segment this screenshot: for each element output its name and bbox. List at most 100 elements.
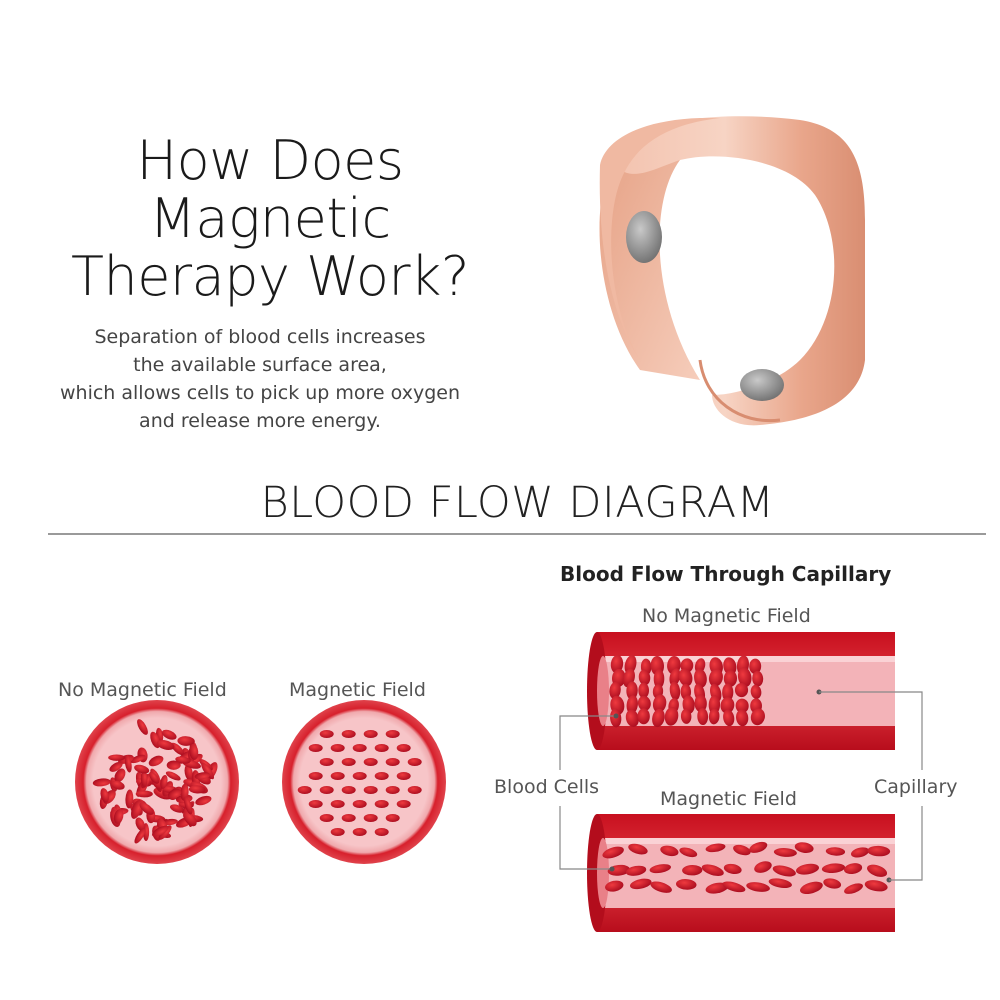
- blood-cell: [319, 730, 334, 738]
- blood-cell: [795, 863, 820, 875]
- blood-cell: [750, 698, 762, 714]
- page-title: How Does Magnetic Therapy Work?: [20, 132, 520, 306]
- description-line-2: the available surface area,: [133, 354, 387, 376]
- blood-cell: [148, 755, 164, 767]
- blood-cell: [800, 881, 823, 895]
- blood-cell: [682, 695, 695, 714]
- cross-section-field: [282, 700, 446, 864]
- blood-cell: [625, 865, 647, 876]
- blood-cell: [176, 816, 194, 828]
- blood-cell: [363, 814, 378, 822]
- blood-cell: [867, 864, 888, 877]
- blood-cell: [297, 786, 312, 794]
- blood-cell: [374, 772, 389, 780]
- blood-cell: [161, 729, 177, 740]
- blood-cell: [705, 882, 729, 894]
- blood-cell: [162, 781, 174, 797]
- blood-cell: [131, 799, 143, 819]
- blood-cell: [308, 744, 323, 752]
- title-line-3: Therapy Work?: [70, 245, 470, 308]
- blood-cell: [735, 698, 749, 714]
- blood-cell: [188, 807, 195, 827]
- blood-cell: [701, 864, 724, 876]
- blood-cell: [158, 825, 172, 840]
- blood-cell: [640, 658, 652, 676]
- blood-cell: [843, 863, 863, 874]
- blood-cell: [736, 655, 749, 676]
- blood-cell: [177, 736, 195, 746]
- blood-cell: [720, 697, 735, 714]
- blood-cell: [155, 818, 169, 831]
- description-line-4: and release more energy.: [139, 410, 381, 432]
- blood-cell: [733, 844, 751, 856]
- blood-cell: [650, 655, 665, 676]
- blood-cell: [319, 786, 334, 794]
- blood-cell: [385, 786, 400, 794]
- blood-cell: [602, 846, 624, 859]
- blood-cell: [682, 865, 703, 876]
- blood-cell: [605, 880, 624, 892]
- blood-cell: [637, 708, 650, 725]
- blood-cell: [610, 708, 622, 728]
- blood-cell: [867, 845, 891, 857]
- blood-cell: [694, 694, 707, 713]
- blood-cell: [141, 773, 156, 785]
- blood-cell: [308, 772, 323, 780]
- blood-cell: [182, 759, 201, 769]
- blood-cell: [708, 708, 720, 725]
- blood-cell: [191, 770, 201, 790]
- blood-cell: [612, 668, 626, 687]
- blood-cell: [175, 756, 191, 764]
- blood-cell: [330, 772, 345, 780]
- blood-cell: [694, 683, 706, 703]
- blood-cell: [142, 823, 150, 842]
- blood-cell: [637, 695, 651, 711]
- blood-cell: [135, 790, 153, 798]
- blood-cell: [108, 754, 126, 761]
- blood-cell: [396, 800, 411, 808]
- title-line-1: How Does: [136, 129, 404, 192]
- blood-cell: [111, 780, 125, 790]
- blood-cell: [100, 788, 109, 803]
- capillary-tube-no-field: [587, 632, 895, 750]
- blood-cell: [166, 760, 181, 770]
- blood-cell: [723, 657, 737, 676]
- blood-cell: [132, 798, 148, 810]
- blood-cell: [330, 800, 345, 808]
- blood-cell: [135, 817, 146, 832]
- blood-cell: [652, 708, 665, 728]
- blood-cell: [750, 708, 765, 726]
- blood-cell: [773, 848, 797, 857]
- blood-cell: [308, 800, 323, 808]
- blood-cell: [194, 772, 211, 780]
- blood-cell: [130, 803, 143, 816]
- blood-cell: [609, 681, 621, 699]
- blood-cell: [638, 682, 650, 699]
- blood-cell: [165, 771, 181, 781]
- blood-cell: [153, 774, 162, 793]
- blood-cell: [772, 865, 796, 877]
- blood-cell: [189, 743, 199, 760]
- blood-cell: [385, 758, 400, 766]
- magnet-bottom: [740, 369, 784, 401]
- blood-cell: [113, 809, 124, 824]
- description-line-1: Separation of blood cells increases: [94, 326, 426, 348]
- blood-cell: [652, 694, 667, 713]
- blood-cell: [694, 668, 707, 688]
- blood-cell: [113, 804, 123, 823]
- blood-cell: [319, 758, 334, 766]
- capillary-top-label: No Magnetic Field: [642, 605, 811, 627]
- blood-cell: [653, 669, 665, 689]
- blood-cell: [170, 742, 185, 756]
- blood-cell: [140, 770, 148, 788]
- blood-cell: [705, 843, 726, 853]
- blood-cell: [330, 828, 345, 836]
- blood-cell: [396, 772, 411, 780]
- blood-cell: [178, 800, 194, 809]
- callout-lines: [559, 691, 923, 881]
- circle-label-field: Magnetic Field: [289, 679, 426, 701]
- blood-cell: [134, 828, 146, 844]
- blood-cell: [723, 863, 742, 875]
- separated-cells: [297, 730, 422, 836]
- blood-cell: [736, 709, 749, 727]
